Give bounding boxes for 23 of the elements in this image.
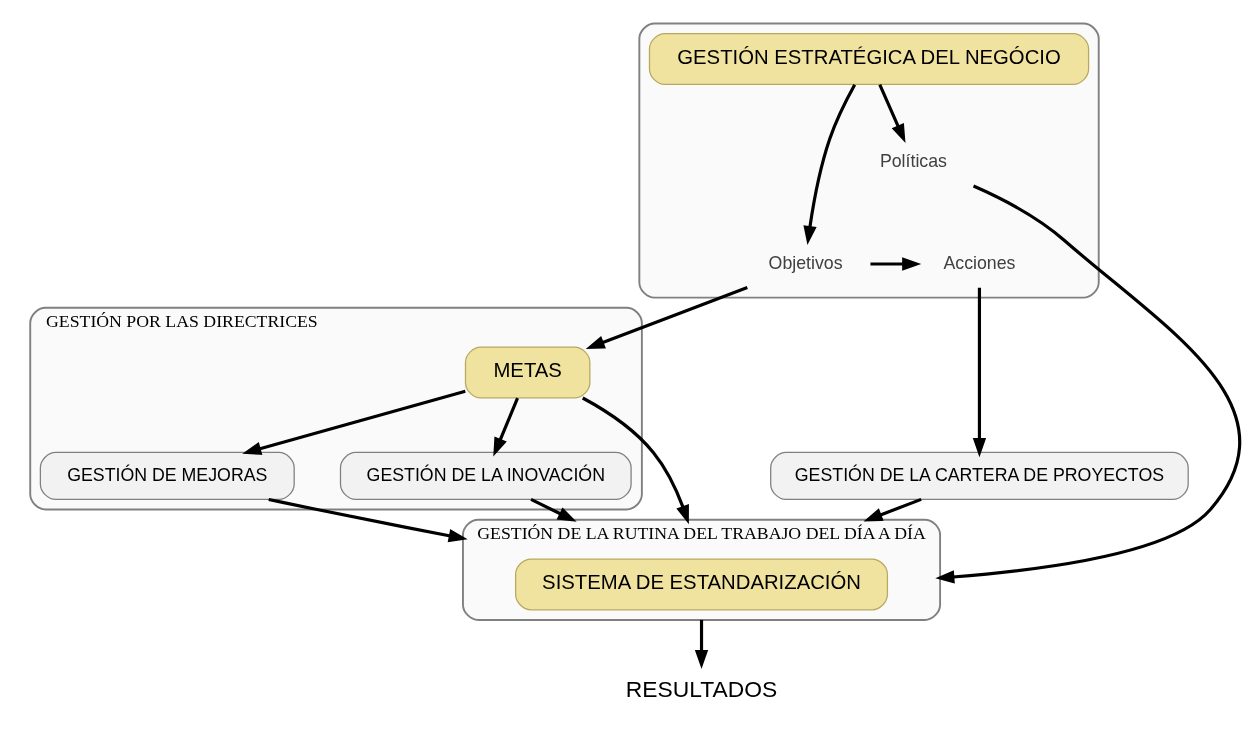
arrow	[802, 83, 856, 246]
arrow	[267, 497, 468, 543]
arrow	[529, 497, 577, 522]
arrow	[492, 397, 519, 457]
node-box: SISTEMA DE ESTANDARIZACIÓN	[514, 558, 888, 611]
node-text: RESULTADOS	[625, 675, 777, 702]
node-box: GESTIÓN DE MEJORAS	[39, 451, 295, 500]
node-box: GESTIÓN DE LA CARTERA DE PROYECTOS	[769, 451, 1189, 500]
arrow	[869, 257, 921, 271]
node-text: Políticas	[879, 151, 947, 172]
node-box: METAS	[464, 346, 590, 399]
arrow	[972, 287, 986, 458]
arrow	[877, 84, 905, 144]
node-box: GESTIÓN DE LA INOVACIÓN	[339, 451, 632, 500]
node-box: GESTIÓN ESTRATÉGICA DEL NEGÓCIO	[648, 33, 1089, 86]
node-text: Acciones	[942, 252, 1015, 273]
arrow	[934, 184, 1241, 584]
arrow	[241, 389, 466, 455]
arrow	[581, 396, 689, 525]
cluster	[637, 22, 1100, 299]
node-text: Objetivos	[768, 252, 843, 273]
arrow	[694, 619, 708, 670]
arrow	[585, 285, 748, 350]
